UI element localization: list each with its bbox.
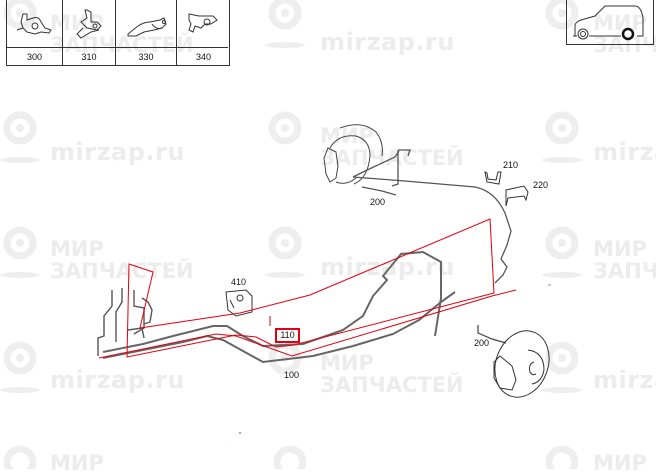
thumbnail-300[interactable]: 300 (7, 0, 63, 65)
callout-220[interactable]: 220 (533, 180, 549, 190)
thumbnail-label: 330 (138, 52, 154, 62)
callout-210[interactable]: 210 (503, 160, 519, 170)
vehicle-locator (566, 0, 654, 45)
thumbnail-340[interactable]: 340 (177, 0, 230, 65)
thumbnail-330[interactable]: 330 (116, 0, 177, 65)
part-410-block (225, 289, 253, 317)
thumbnail-label: 340 (195, 52, 212, 62)
thumbnail-310[interactable]: 310 (63, 0, 116, 65)
callout-200-front[interactable]: 200 (370, 197, 386, 207)
car-icon (573, 5, 644, 41)
part-340-icon (188, 13, 218, 33)
rear-brake-disc (493, 330, 550, 398)
part-330-icon (127, 17, 167, 37)
thumbnail-divider (6, 47, 228, 48)
callout-200-rear[interactable]: 200 (474, 338, 490, 348)
thumbnail-label: 300 (26, 52, 43, 62)
callout-410[interactable]: 410 (231, 277, 247, 287)
callout-110-highlighted[interactable]: 110 (275, 328, 300, 343)
thumbnail-strip: 300 310 330 (6, 0, 230, 66)
part-210-clip (484, 171, 502, 185)
part-310-icon (76, 9, 102, 39)
left-bracket-assembly (97, 288, 153, 356)
front-brake-disc (323, 124, 383, 185)
callout-100[interactable]: 100 (284, 370, 300, 380)
part-300-icon (16, 13, 52, 35)
part-220-clip (505, 185, 529, 207)
thumbnail-label: 310 (81, 52, 97, 62)
